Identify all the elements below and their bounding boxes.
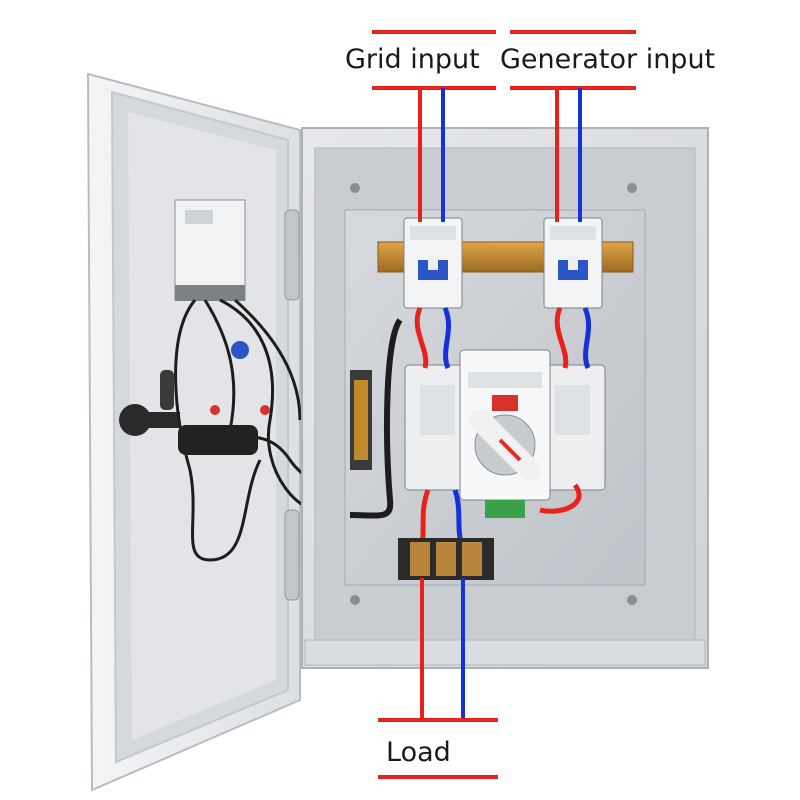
load-label: Load [386,737,451,768]
breaker-icon-generator[interactable] [543,217,603,309]
hinge-bottom [284,509,300,601]
cable-bundle [349,318,403,519]
door-knob-icon[interactable] [119,370,180,436]
door-indicator-lamps [178,341,270,455]
dual-power-transfer-switch-icon[interactable] [404,349,606,518]
terminal-block-icon[interactable] [398,538,494,580]
hinge-top [284,209,300,301]
relay-icon [174,199,246,301]
grid-input-label: Grid input [345,44,480,75]
terminal-connector [485,500,525,518]
cabinet-door [86,72,391,792]
generator-input-label: Generator input [500,44,716,75]
breaker-icon-grid[interactable] [403,217,463,309]
generator-input-lines [510,30,636,222]
load-lines [378,578,498,779]
grid-input-lines [372,30,496,222]
